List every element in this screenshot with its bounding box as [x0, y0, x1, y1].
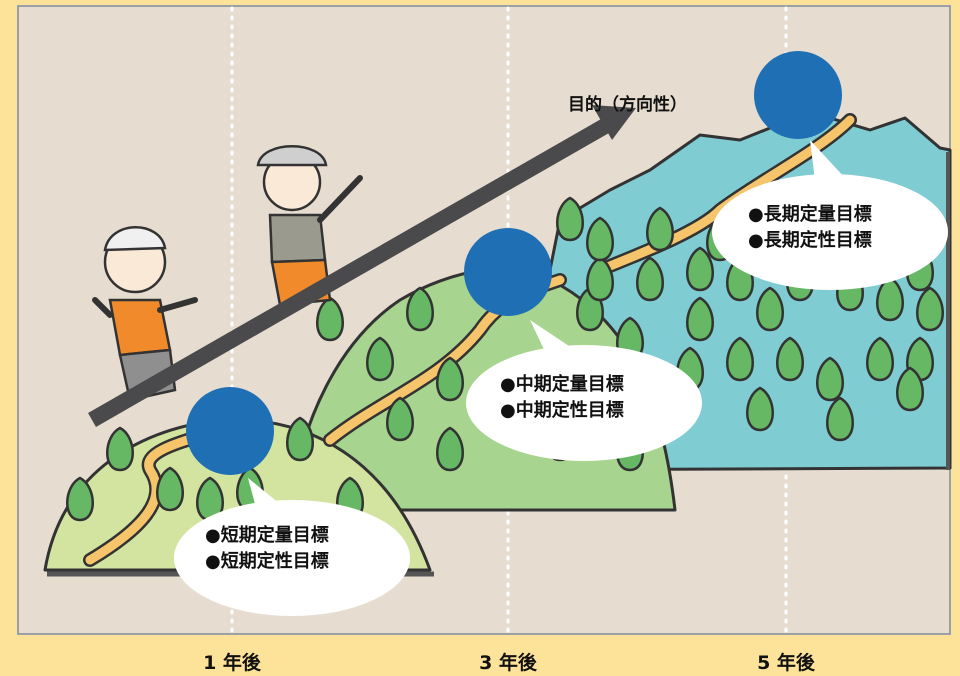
year-label-1: 1 年後	[203, 652, 261, 674]
tree	[586, 256, 614, 302]
milestone-markers	[186, 51, 842, 475]
bubble-short-term	[174, 500, 410, 616]
long-term-goals: ●長期定量目標 ●長期定性目標	[748, 202, 872, 254]
tree	[436, 356, 464, 402]
long-term-qualitative-goal: ●長期定性目標	[748, 230, 872, 251]
tree	[156, 466, 184, 512]
tree	[876, 276, 904, 322]
tree	[556, 196, 584, 242]
tree	[636, 256, 664, 302]
tree	[776, 336, 804, 382]
purpose-direction-label: 目的（方向性）	[568, 95, 687, 115]
hiker-left-illustration	[92, 226, 198, 402]
tree	[316, 296, 344, 342]
tree	[106, 426, 134, 472]
bubble-long-tail	[810, 140, 845, 180]
tree	[686, 246, 714, 292]
mid-term-goals: ●中期定量目標 ●中期定性目標	[500, 372, 624, 424]
tree	[586, 216, 614, 262]
short-term-qualitative-goal: ●短期定性目標	[205, 551, 329, 572]
tree	[366, 336, 394, 382]
marker-short-term	[186, 387, 274, 475]
bubble-long-term	[712, 174, 948, 290]
tree	[916, 286, 944, 332]
short-term-quantitative-goal: ●短期定量目標	[205, 525, 329, 546]
forest	[66, 196, 944, 522]
marker-mid-term	[464, 228, 552, 316]
year-label-5: 5 年後	[757, 652, 815, 674]
tree	[436, 426, 464, 472]
year-label-3: 3 年後	[479, 652, 537, 674]
tree	[816, 356, 844, 402]
tree	[686, 296, 714, 342]
tree	[756, 286, 784, 332]
mid-term-qualitative-goal: ●中期定性目標	[500, 400, 624, 421]
bubble-mid-term	[466, 345, 702, 461]
tree	[406, 286, 434, 332]
bubble-mid-tail	[530, 320, 575, 358]
tree	[386, 396, 414, 442]
tree	[66, 476, 94, 522]
bubble-short-tail	[248, 478, 285, 515]
tree	[726, 336, 754, 382]
marker-long-term	[754, 51, 842, 139]
short-term-goals: ●短期定量目標 ●短期定性目標	[205, 523, 329, 575]
tree	[286, 416, 314, 462]
mid-term-quantitative-goal: ●中期定量目標	[500, 374, 624, 395]
tree	[646, 206, 674, 252]
tree	[826, 396, 854, 442]
tree	[866, 336, 894, 382]
direction-arrow	[88, 105, 636, 427]
tree	[746, 386, 774, 432]
tree	[896, 366, 924, 412]
long-term-quantitative-goal: ●長期定量目標	[748, 204, 872, 225]
speech-bubbles	[174, 140, 948, 616]
